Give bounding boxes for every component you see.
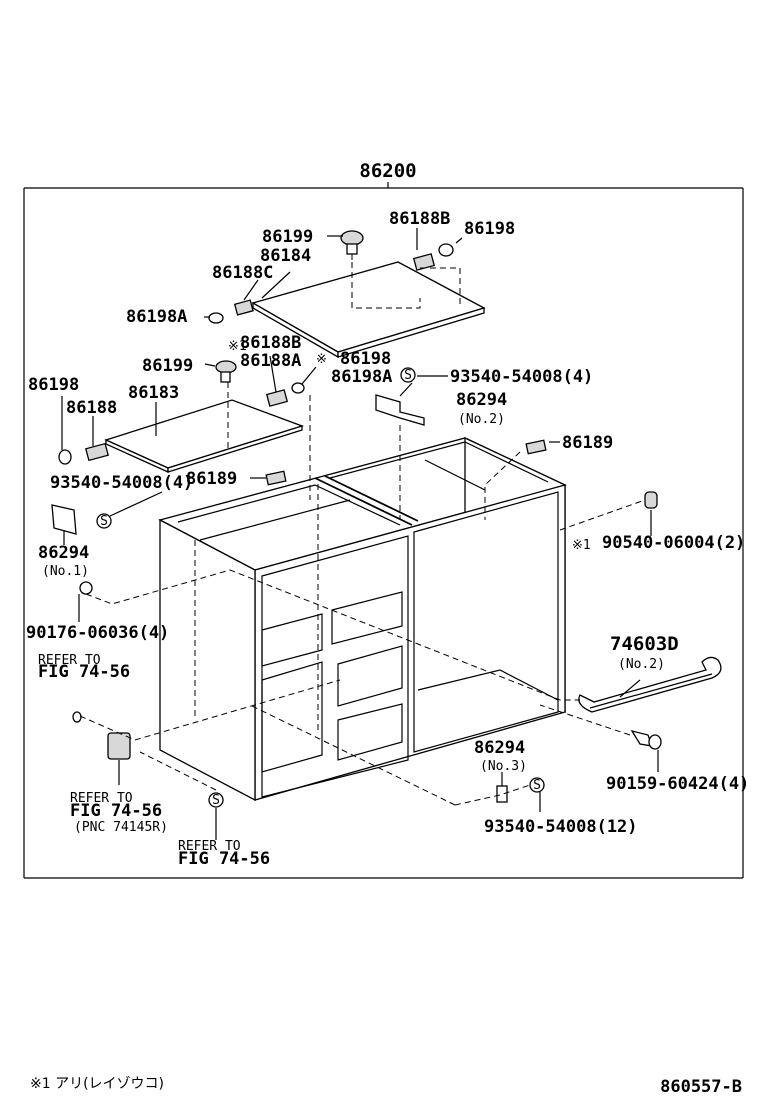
label-86188B-top: 86188B bbox=[389, 209, 450, 229]
washer-93540-bottom[interactable]: S bbox=[529, 777, 545, 793]
hinge-86188A[interactable] bbox=[265, 389, 289, 407]
washer-93540-left[interactable]: S bbox=[96, 513, 112, 529]
washer-refer-fig: S bbox=[208, 792, 224, 808]
screw-86198-top[interactable] bbox=[438, 243, 454, 257]
screw-86198A-left[interactable] bbox=[208, 312, 224, 324]
lid-panel-86183[interactable] bbox=[104, 399, 305, 474]
label-74603D: 74603D bbox=[610, 633, 679, 655]
label-86188A: 86188A bbox=[240, 351, 301, 371]
label-86188C: 86188C bbox=[212, 263, 273, 283]
catch-86189-mid[interactable] bbox=[265, 470, 287, 486]
label-86198-mid: 86198 bbox=[340, 349, 391, 369]
label-86198-top: 86198 bbox=[464, 219, 515, 239]
screw-refer-fig bbox=[72, 711, 82, 723]
knob-86199-top[interactable] bbox=[340, 230, 364, 255]
label-86198-left: 86198 bbox=[28, 375, 79, 395]
label-93540-top: 93540-54008(4) bbox=[450, 367, 593, 387]
lid-panel-86184[interactable] bbox=[251, 261, 486, 359]
label-86198A-mid: 86198A bbox=[331, 367, 392, 387]
bracket-86294-no1[interactable] bbox=[51, 504, 77, 535]
label-86183: 86183 bbox=[128, 383, 179, 403]
screw-90176[interactable] bbox=[79, 581, 93, 595]
cabinet-body bbox=[158, 436, 567, 802]
label-86199-top: 86199 bbox=[262, 227, 313, 247]
leader-lines bbox=[61, 228, 659, 840]
label-refer-1b: FIG 74-56 bbox=[38, 662, 130, 682]
svg-text:S: S bbox=[533, 778, 541, 793]
clip-90540[interactable] bbox=[644, 491, 658, 509]
label-refer-3a: REFER TO bbox=[178, 839, 241, 854]
label-86294-top: 86294 bbox=[456, 390, 507, 410]
label-86294-left: 86294 bbox=[38, 543, 89, 563]
label-90540: 90540-06004(2) bbox=[602, 533, 745, 553]
washer-93540-top[interactable]: S bbox=[400, 367, 416, 383]
label-93540-left: 93540-54008(4) bbox=[50, 473, 193, 493]
assembly-frame bbox=[23, 182, 744, 879]
svg-text:S: S bbox=[404, 368, 412, 383]
screw-86198-mid[interactable] bbox=[291, 382, 305, 394]
label-refer-2a: REFER TO bbox=[70, 791, 133, 806]
part-labels: 86200 86199 86184 86188C 86188B 86198 86… bbox=[26, 160, 749, 869]
label-86199-mid: 86199 bbox=[142, 356, 193, 376]
label-86189-right: 86189 bbox=[562, 433, 613, 453]
label-86294-bottom-no: (No.3) bbox=[480, 759, 527, 774]
footnote: ※1 アリ(レイゾウコ) bbox=[30, 1076, 164, 1092]
label-86294-bottom: 86294 bbox=[474, 738, 525, 758]
label-86188B-mid: 86188B bbox=[240, 333, 301, 353]
label-86294-top-no: (No.2) bbox=[458, 412, 505, 427]
label-mark-86188B-mid: ※1 bbox=[228, 339, 247, 354]
label-refer-2c: (PNC 74145R) bbox=[74, 820, 168, 835]
label-86198A-left: 86198A bbox=[126, 307, 187, 327]
bracket-86294-no2[interactable] bbox=[375, 394, 425, 426]
label-mark-90540: ※1 bbox=[572, 538, 591, 553]
handle-74603D[interactable] bbox=[578, 656, 722, 713]
label-93540-bottom: 93540-54008(12) bbox=[484, 817, 638, 837]
label-90176: 90176-06036(4) bbox=[26, 623, 169, 643]
drawing-id: 860557-B bbox=[660, 1077, 742, 1097]
svg-text:S: S bbox=[100, 514, 108, 529]
hinge-86188[interactable] bbox=[84, 442, 110, 462]
label-90159: 90159-60424(4) bbox=[606, 774, 749, 794]
bracket-86294-no3[interactable] bbox=[496, 785, 508, 803]
screw-86198-left[interactable] bbox=[58, 449, 72, 465]
label-refer-2b: FIG 74-56 bbox=[70, 801, 162, 821]
knob-86199-mid[interactable] bbox=[215, 360, 237, 383]
label-mark-86198-mid: ※ bbox=[316, 352, 327, 367]
label-refer-3b: FIG 74-56 bbox=[178, 849, 270, 869]
svg-text:S: S bbox=[212, 793, 220, 808]
bolt-90159[interactable] bbox=[630, 729, 662, 750]
hinge-86188C[interactable] bbox=[233, 299, 254, 316]
label-86200: 86200 bbox=[359, 160, 416, 182]
label-refer-1a: REFER TO bbox=[38, 653, 101, 668]
label-86294-left-no: (No.1) bbox=[42, 564, 89, 579]
label-86188: 86188 bbox=[66, 398, 117, 418]
label-86184: 86184 bbox=[260, 246, 311, 266]
catch-86189-right[interactable] bbox=[525, 439, 547, 455]
label-86189-mid: 86189 bbox=[186, 469, 237, 489]
label-74603D-no: (No.2) bbox=[618, 657, 665, 672]
